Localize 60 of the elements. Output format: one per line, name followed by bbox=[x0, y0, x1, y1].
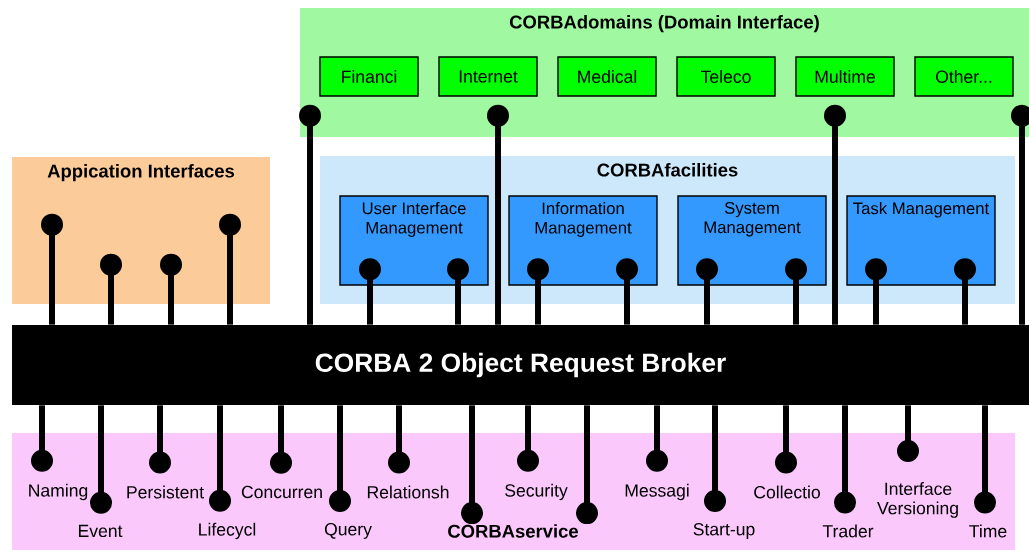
service-label: Security bbox=[505, 483, 568, 501]
service-label: Collectio bbox=[754, 485, 820, 499]
pin-connector bbox=[447, 258, 469, 325]
pin-connector bbox=[160, 253, 182, 325]
facility-box: System Management bbox=[677, 195, 827, 286]
facility-box: User Interface Management bbox=[339, 195, 489, 286]
pin-connector bbox=[646, 405, 668, 472]
pin-connector bbox=[90, 405, 112, 514]
pin-connector bbox=[527, 258, 549, 325]
service-label: Event bbox=[79, 524, 123, 538]
pin-connector bbox=[487, 104, 509, 325]
pin-connector bbox=[834, 405, 856, 514]
pin-connector bbox=[209, 405, 231, 512]
pin-connector bbox=[696, 258, 718, 325]
service-label: Persistent bbox=[127, 485, 204, 499]
service-label: Time bbox=[969, 524, 1007, 538]
service-label: Relationsh bbox=[367, 485, 449, 499]
service-label: Interface Versioning bbox=[877, 482, 958, 518]
domain-box: Financi bbox=[319, 56, 419, 97]
pin-connector bbox=[461, 405, 483, 525]
domain-box: Teleco bbox=[676, 56, 776, 97]
broker-bar: CORBA 2 Object Request Broker bbox=[12, 325, 1029, 405]
pin-connector bbox=[974, 405, 996, 514]
facility-box: Task Management bbox=[846, 195, 996, 286]
pin-connector bbox=[299, 104, 321, 325]
pin-connector bbox=[865, 258, 887, 325]
pin-connector bbox=[576, 405, 598, 525]
pin-connector bbox=[954, 258, 976, 325]
service-label: Naming bbox=[29, 483, 88, 501]
pin-connector bbox=[824, 104, 846, 325]
pin-connector bbox=[270, 405, 292, 474]
pin-connector bbox=[785, 258, 807, 325]
pin-connector bbox=[1011, 104, 1029, 325]
pin-connector bbox=[775, 405, 797, 474]
domain-box: Medical bbox=[557, 56, 657, 97]
pin-connector bbox=[897, 405, 919, 463]
pin-connector bbox=[149, 405, 171, 474]
service-label: Lifecycl bbox=[199, 522, 256, 540]
application-panel: Appication Interfaces bbox=[12, 157, 270, 304]
domain-box: Multime bbox=[795, 56, 895, 97]
pin-connector bbox=[616, 258, 638, 325]
pin-connector bbox=[329, 405, 351, 512]
services-panel bbox=[12, 433, 1015, 550]
pin-connector bbox=[31, 405, 53, 472]
service-label: Query bbox=[324, 523, 372, 539]
service-label: Concurren bbox=[241, 485, 322, 499]
domain-box: Internet bbox=[438, 56, 538, 97]
service-label: Start-up bbox=[693, 523, 755, 539]
service-label: Messagi bbox=[625, 483, 689, 501]
pin-connector bbox=[359, 258, 381, 325]
service-label: Trader bbox=[822, 524, 874, 538]
domain-box: Other... bbox=[914, 56, 1014, 97]
pin-connector bbox=[517, 405, 539, 472]
panel-title: CORBAservice bbox=[448, 524, 578, 538]
facility-box: Information Management bbox=[508, 195, 658, 286]
pin-connector bbox=[41, 213, 63, 325]
pin-connector bbox=[100, 253, 122, 325]
pin-connector bbox=[704, 405, 726, 512]
pin-connector bbox=[388, 405, 410, 474]
pin-connector bbox=[219, 213, 241, 325]
